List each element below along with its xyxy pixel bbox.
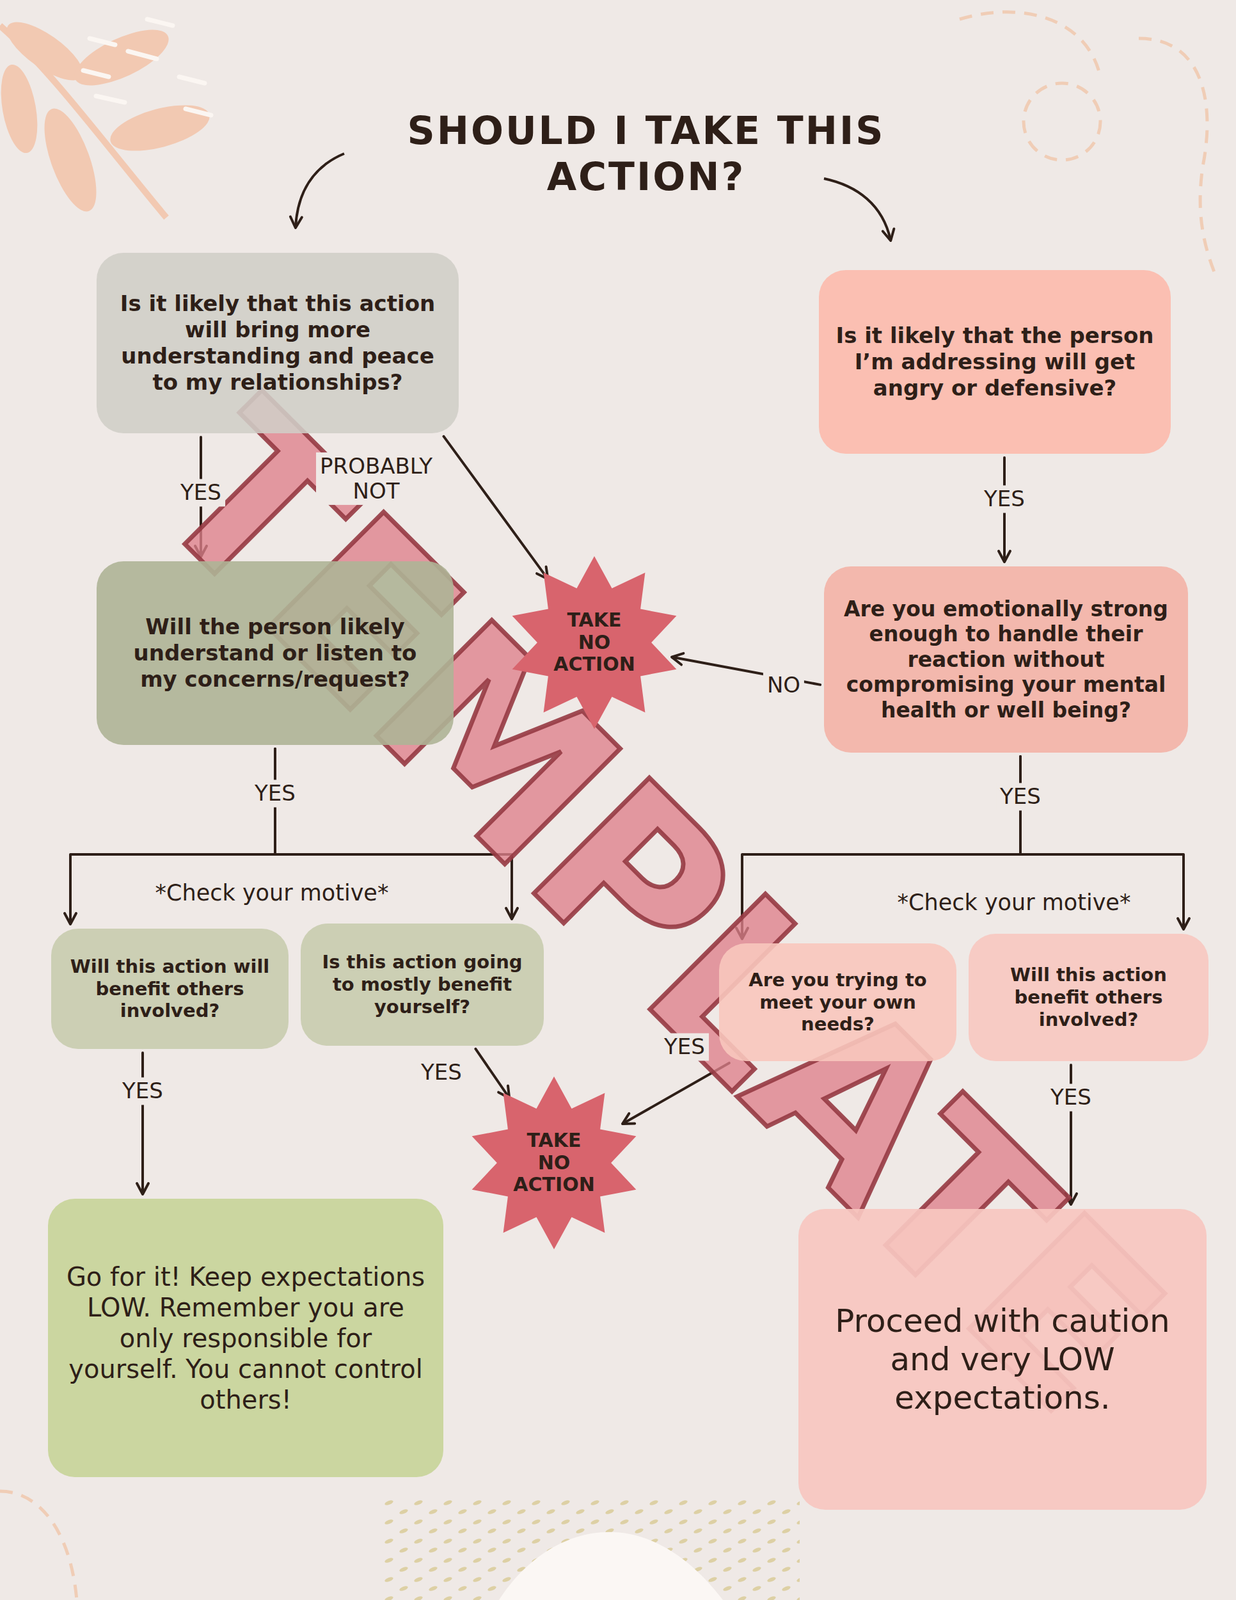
- motive-note: *Check your motive*: [155, 879, 389, 906]
- question-box: Is it likely that the person I’m address…: [818, 269, 1171, 454]
- node-text: TAKE NO ACTION: [513, 1129, 595, 1196]
- edge-label: YES: [980, 484, 1029, 513]
- question-box: Is it likely that this action will bring…: [96, 252, 459, 434]
- question-box: Will the person likely understand or lis…: [96, 561, 454, 745]
- question-box: Are you emotionally strong enough to han…: [824, 566, 1189, 753]
- edge-label: NO: [763, 671, 805, 699]
- edge-label: YES: [996, 782, 1045, 810]
- question-box: Proceed with caution and very LOW expect…: [798, 1208, 1207, 1510]
- node-text: Is it likely that this action will bring…: [113, 290, 443, 395]
- question-box: Go for it! Keep expectations LOW. Rememb…: [47, 1198, 444, 1477]
- stop-burst: TAKE NO ACTION: [507, 555, 681, 729]
- motive-note: *Check your motive*: [897, 889, 1132, 915]
- node-text: Go for it! Keep expectations LOW. Rememb…: [64, 1260, 427, 1415]
- stop-burst: TAKE NO ACTION: [467, 1076, 641, 1249]
- edge-label: YES: [176, 478, 226, 507]
- star-outline: [512, 555, 677, 729]
- flow-arrow: [475, 1048, 509, 1098]
- node-text: Will this action benefit others involved…: [985, 963, 1192, 1030]
- question-box: Will this action benefit others involved…: [968, 933, 1209, 1061]
- dashed-loops: [0, 12, 1216, 1600]
- edge-label: YES: [660, 1032, 709, 1061]
- edge-label: YES: [118, 1076, 167, 1105]
- question-box: Is this action going to mostly benefit y…: [300, 923, 544, 1046]
- node-text: Proceed with caution and very LOW expect…: [815, 1301, 1190, 1417]
- flow-arrow: [141, 1052, 144, 1194]
- white-mound: [499, 1531, 723, 1600]
- node-text: Are you emotionally strong enough to han…: [840, 596, 1172, 723]
- dot-texture: [383, 1497, 800, 1600]
- title: SHOULD I TAKE THIS ACTION?: [358, 107, 935, 200]
- node-text: TAKE NO ACTION: [553, 609, 635, 676]
- title-arrow: [295, 153, 345, 228]
- white-dashes: [83, 19, 212, 116]
- leaf-branch: [0, 12, 215, 219]
- star-outline: [472, 1076, 637, 1249]
- node-text: Will this action will benefit others inv…: [67, 955, 272, 1022]
- edge-label: YES: [417, 1058, 466, 1086]
- edge-label: YES: [250, 779, 300, 807]
- edge-label: PROBABLY NOT: [316, 452, 437, 505]
- node-text: Will the person likely understand or lis…: [113, 613, 437, 692]
- question-box: Are you trying to meet your own needs?: [719, 942, 957, 1061]
- title-arrow: [824, 178, 891, 240]
- edge-label: YES: [1046, 1083, 1096, 1111]
- node-text: Are you trying to meet your own needs?: [735, 968, 940, 1036]
- node-text: Is this action going to mostly benefit y…: [317, 950, 528, 1018]
- question-box: Will this action will benefit others inv…: [51, 928, 289, 1049]
- node-text: Is it likely that the person I’m address…: [835, 322, 1155, 401]
